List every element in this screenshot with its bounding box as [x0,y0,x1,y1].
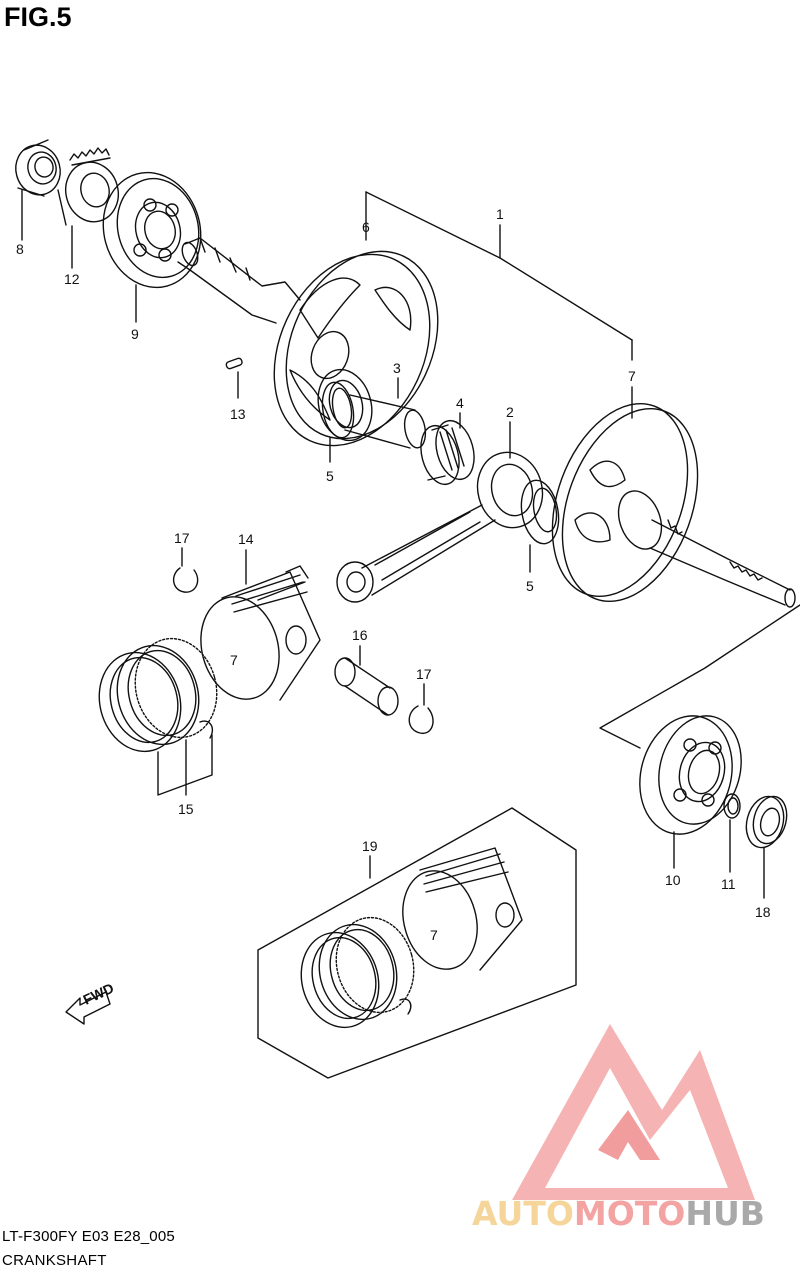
piston-pin-16-icon [334,657,399,716]
piston-set-19-box [257,807,577,1079]
piston-14-icon: 7 [200,565,321,701]
callout-11: 11 [721,876,736,892]
callout-3: 3 [393,360,401,376]
flywheel-6-icon [273,250,439,447]
callout-9: 9 [131,326,139,342]
connecting-rod-2-icon [336,451,544,603]
callout-17-upper: 17 [174,530,190,546]
thrust-washer-5-left-icon [321,381,355,439]
callout-8: 8 [16,241,24,257]
thrust-washer-5-right-icon [520,479,560,545]
callout-19: 19 [362,838,378,854]
bearing-9-icon [102,171,202,289]
callout-15: 15 [178,801,194,817]
callout-18: 18 [755,904,771,920]
crankshaft-right-shaft-icon [649,519,796,608]
callout-6: 6 [362,219,370,235]
callout-7: 7 [628,368,636,384]
watermark-logo-icon [512,1024,755,1200]
callout-13: 13 [230,406,246,422]
needle-bearing-4-icon [420,419,475,486]
callout-5-left: 5 [326,468,334,484]
piston-ring-set-19-icon [300,916,415,1029]
svg-text:7: 7 [230,652,238,668]
bearing-8-icon [15,139,61,197]
callout-12: 12 [64,271,80,287]
figure-title: FIG.5 [4,2,72,32]
piston-ring-set-15-icon [98,637,218,753]
circlip-17-upper-icon [173,567,199,593]
crank-pin-3-icon [344,394,427,449]
callout-bracket-10-group [599,604,800,749]
watermark-text: AUTOMOTOHUB [472,1194,765,1233]
callout-17-lower: 17 [416,666,432,682]
section-name: CRANKSHAFT [2,1252,107,1269]
callout-labels: 1 2 3 4 5 5 6 7 8 9 10 11 12 13 14 15 16… [16,206,771,920]
bearing-10-icon [639,715,742,835]
piston-19-icon: 7 [402,847,523,971]
forward-arrow-icon [65,991,111,1025]
watermark-part-hub: HUB [685,1194,765,1233]
callout-bracket-15 [157,734,213,796]
callout-5-right: 5 [526,578,534,594]
callout-4: 4 [456,395,464,411]
callout-14: 14 [238,531,254,547]
callout-2: 2 [506,404,514,420]
woodruff-key-13-icon [225,357,243,370]
watermark-part-moto: MOTO [573,1194,686,1233]
watermark-part-auto: AUTO [472,1194,574,1233]
circlip-17-lower-icon [408,705,434,734]
crankshaft-left-shaft-icon [177,237,301,324]
callout-10: 10 [665,872,681,888]
svg-text:7: 7 [430,927,438,943]
model-code: LT-F300FY E03 E28_005 [2,1228,175,1245]
callout-1: 1 [496,206,504,222]
callout-16: 16 [352,627,368,643]
washer-11-icon [723,793,741,819]
oil-seal-18-icon [745,795,788,849]
